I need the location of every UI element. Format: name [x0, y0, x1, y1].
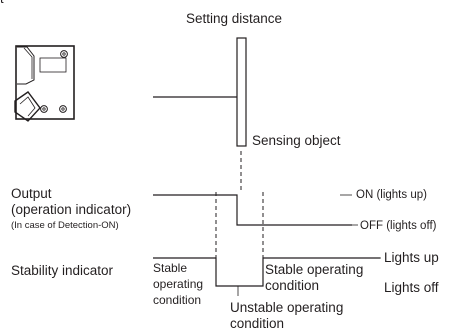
cropped-header-text: t — [0, 0, 4, 6]
stable-left-label-line2: operating — [153, 277, 203, 291]
output-waveform — [153, 194, 352, 226]
unstable-label-line2: condition — [230, 316, 284, 331]
sensing-object — [236, 37, 247, 147]
on-state-label: ON (lights up) — [356, 189, 427, 201]
sensor-device-icon — [14, 45, 75, 122]
lights-up-label: Lights up — [384, 250, 439, 265]
stable-left-label-line3: condition — [153, 293, 201, 307]
setting-distance-label: Setting distance — [186, 11, 282, 26]
off-state-label: OFF (lights off) — [360, 220, 437, 232]
detection-mode-label: (In case of Detection-ON) — [11, 220, 119, 231]
stable-right-label-line1: Stable operating — [265, 262, 363, 277]
sensing-object-label: Sensing object — [252, 133, 341, 148]
stable-left-label-line1: Stable — [153, 261, 187, 275]
output-label: Output — [11, 186, 52, 201]
unstable-label-line1: Unstable operating — [230, 300, 343, 315]
lights-off-label: Lights off — [384, 280, 439, 295]
stability-indicator-label: Stability indicator — [11, 263, 114, 278]
operation-indicator-label: (operation indicator) — [11, 202, 131, 217]
stability-waveform — [153, 257, 380, 287]
stable-right-label-line2: condition — [265, 278, 319, 293]
